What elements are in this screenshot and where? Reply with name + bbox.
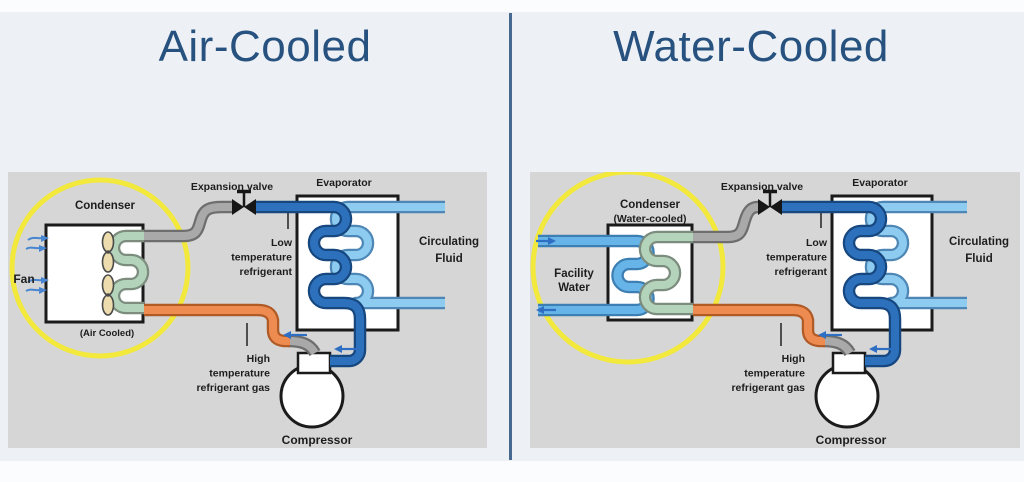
svg-text:Fluid: Fluid [435, 253, 462, 265]
gray-pipe [691, 200, 856, 357]
high-temp-label: High temperature refrigerant gas [731, 353, 805, 394]
svg-text:refrigerant: refrigerant [774, 266, 827, 278]
air-cooled-title: Air-Cooled [158, 22, 372, 71]
hot-gas-pipe [693, 303, 826, 348]
low-temp-label: Low temperature refrigerant [766, 237, 828, 278]
svg-text:High: High [782, 353, 805, 365]
svg-text:Circulating: Circulating [949, 236, 1009, 248]
svg-text:refrigerant gas: refrigerant gas [731, 382, 805, 394]
water-cooled-title: Water-Cooled [613, 22, 889, 71]
highlight-circle [9, 177, 191, 359]
expansion-valve-label: Expansion valve [191, 181, 273, 193]
expansion-valve-icon [232, 189, 256, 215]
circulating-fluid-label: Circulating Fluid [949, 236, 1009, 265]
air-cooled-diagram: Condenser Fan (Air Cooled) Expansion val… [8, 172, 487, 448]
condenser-label: Condenser [75, 200, 136, 212]
water-cooled-sublabel: (Water-cooled) [613, 213, 686, 225]
svg-text:Water: Water [558, 282, 590, 294]
compressor-shape [814, 351, 880, 429]
svg-text:Low: Low [271, 237, 293, 249]
airflow-arrows-icon [25, 235, 49, 294]
top-strip [0, 0, 1024, 12]
high-temp-label: High temperature refrigerant gas [196, 353, 270, 394]
evaporator-label: Evaporator [852, 177, 907, 189]
svg-text:High: High [247, 353, 270, 365]
svg-text:temperature: temperature [766, 252, 827, 264]
svg-text:temperature: temperature [231, 252, 292, 264]
condenser-label: Condenser (Water-cooled) [613, 199, 686, 225]
low-temp-label: Low temperature refrigerant [231, 237, 293, 278]
expansion-valve-label: Expansion valve [721, 181, 803, 193]
compressor-shape [279, 351, 345, 429]
gray-pipe [141, 200, 321, 357]
svg-text:Circulating: Circulating [419, 236, 479, 248]
svg-text:temperature: temperature [744, 368, 805, 380]
svg-text:Low: Low [806, 237, 828, 249]
hot-gas-pipe [144, 303, 291, 348]
svg-text:Fluid: Fluid [965, 253, 992, 265]
facility-water-label: Facility Water [554, 268, 594, 294]
expansion-valve-icon [758, 189, 782, 215]
circulating-fluid-label: Circulating Fluid [419, 236, 479, 265]
refrigerant-pipe [256, 200, 367, 368]
evaporator-label: Evaporator [316, 177, 371, 189]
condenser-coil [638, 230, 693, 316]
water-cooled-diagram: Condenser (Water-cooled) Facility Water … [530, 172, 1020, 448]
flow-arrow-icon [818, 331, 893, 353]
compressor-label: Compressor [816, 433, 887, 447]
flow-arrow-icon [283, 331, 358, 353]
refrigerant-pipe [782, 200, 902, 368]
air-cooled-sublabel: (Air Cooled) [80, 328, 134, 339]
svg-text:refrigerant gas: refrigerant gas [196, 382, 270, 394]
condenser-coil [107, 229, 150, 315]
svg-text:temperature: temperature [209, 368, 270, 380]
highlight-circle [530, 172, 726, 365]
svg-text:Facility: Facility [554, 268, 594, 280]
svg-text:refrigerant: refrigerant [239, 266, 292, 278]
fan-icon [101, 231, 115, 316]
compressor-label: Compressor [282, 433, 353, 447]
facility-water-arrows-icon [536, 237, 556, 314]
vertical-divider [509, 13, 512, 460]
svg-text:Condenser: Condenser [620, 199, 681, 211]
bottom-strip [0, 461, 1024, 482]
fan-label: Fan [13, 272, 34, 286]
